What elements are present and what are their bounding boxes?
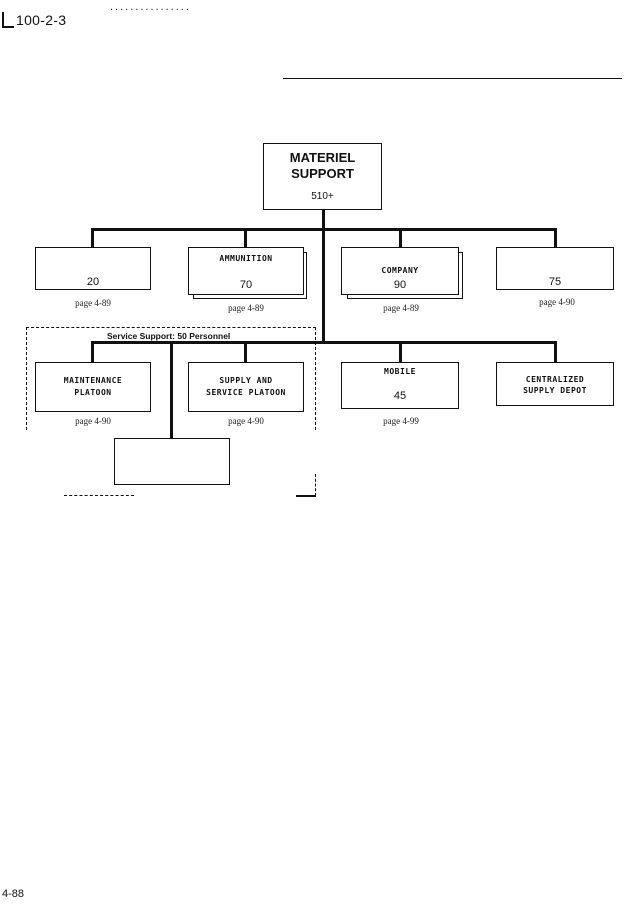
root-value: 510+ [311,191,334,202]
row1-page-1: page 4-89 [75,298,111,308]
row3-box [114,438,230,485]
row1-page-2: page 4-89 [228,303,264,313]
row2-label-2-line1: SUPPLY AND [219,376,273,385]
row2-label-2-line2: SERVICE PLATOON [206,388,286,397]
centralized-supply-depot-box: CENTRALIZED SUPPLY DEPOT [496,362,614,406]
row1-box-1: 20 [35,247,151,290]
row2-drop-1 [91,341,94,363]
maintenance-platoon-box: MAINTENANCE PLATOON [35,362,151,412]
row1-drop-2 [244,228,247,248]
row2-drop-4 [554,341,557,363]
row1-bus [91,228,557,231]
row2-label-1-line2: PLATOON [74,388,112,397]
row1-value-3: 90 [393,279,407,291]
service-support-label: Service Support: 50 Personnel [104,331,234,341]
group-border-right-tail [315,474,316,496]
group-border-bottom [64,495,134,496]
group-border-right [315,327,316,430]
mobile-box: MOBILE 45 [341,362,459,409]
row2-page-1: page 4-90 [75,416,111,426]
row2-value-3: 45 [393,390,407,402]
root-title-line1: MATERIEL [289,150,356,165]
row2-page-2: page 4-90 [228,416,264,426]
row1-box-3: COMPANY 90 [341,247,459,295]
row2-bus [91,341,557,344]
root-title-line2: SUPPORT [291,166,354,181]
row1-box-4: 75 [496,247,614,290]
row1-page-3: page 4-89 [383,303,419,313]
row1-value-4: 75 [548,276,562,288]
row1-label-2: AMMUNITION [219,254,273,263]
row2-label-1-line1: MAINTENANCE [63,376,123,385]
header-rule [283,78,622,79]
row2-label-4-line1: CENTRALIZED [525,375,585,384]
row1-drop-3 [399,228,402,248]
row1-page-4: page 4-90 [539,297,575,307]
leader-dots: ................ [110,1,191,13]
page-number: 4-88 [2,888,25,900]
group-border-left [26,327,27,430]
group-border-top [26,327,316,328]
row2-label-4-line2: SUPPLY DEPOT [523,386,587,395]
row1-value-1: 20 [86,276,100,288]
document-number: 100-2-3 [16,12,67,28]
row1-box-2: AMMUNITION 70 [188,247,304,295]
row2-label-3: MOBILE [384,367,416,376]
corner-bracket-icon [2,12,14,28]
row2-drop-3 [399,341,402,363]
row2-drop-2 [244,341,247,363]
group-border-bottom-right [296,495,316,497]
row2-page-3: page 4-99 [383,416,419,426]
materiel-support-box: MATERIEL SUPPORT 510+ [263,143,382,210]
row3-stem [170,341,173,439]
root-stem [322,209,325,344]
row1-label-3: COMPANY [381,266,419,275]
supply-service-platoon-box: SUPPLY AND SERVICE PLATOON [188,362,304,412]
row1-drop-4 [554,228,557,248]
row1-value-2: 70 [239,279,253,291]
row1-drop-1 [91,228,94,248]
